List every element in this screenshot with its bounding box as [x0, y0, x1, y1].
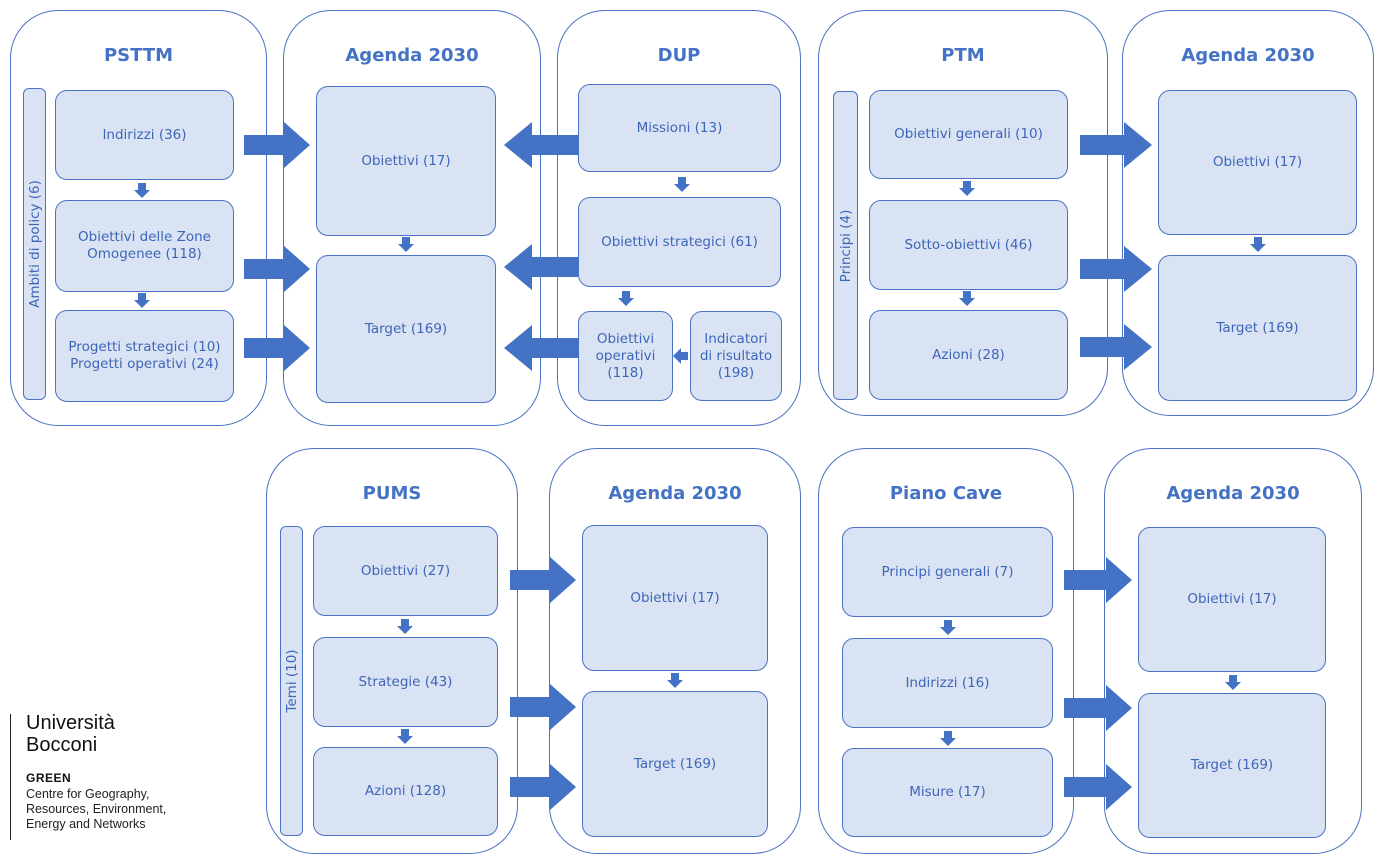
arrow-right-icon — [1080, 324, 1152, 370]
arrow-left-icon — [504, 325, 578, 371]
ptm-azioni-box: Azioni (28) — [869, 310, 1068, 400]
sotto-obiettivi-box: Sotto-obiettivi (46) — [869, 200, 1068, 290]
logo-divider — [10, 714, 11, 840]
temi-label: Temi (10) — [283, 649, 300, 713]
pums-azioni-box: Azioni (128) — [313, 747, 498, 836]
arrow-right-icon — [1080, 122, 1152, 168]
obiettivi-zone-omogenee-box: Obiettivi delle Zone Omogenee (118) — [55, 200, 234, 292]
ambiti-di-policy-bar: Ambiti di policy (6) — [23, 88, 46, 400]
temi-bar: Temi (10) — [280, 526, 303, 836]
ptm-title: PTM — [941, 45, 985, 66]
bocconi-logo: Università Bocconi GREEN Centre for Geog… — [10, 712, 230, 852]
arrow-down-icon — [959, 181, 975, 196]
arrow-down-icon — [398, 237, 414, 252]
agenda4-obiettivi-box: Obiettivi (17) — [1138, 527, 1326, 672]
arrow-down-icon — [618, 291, 634, 306]
arrow-right-icon — [510, 557, 576, 603]
agenda2-obiettivi-box: Obiettivi (17) — [1158, 90, 1357, 235]
arrow-left-icon — [504, 122, 578, 168]
misure-box: Misure (17) — [842, 748, 1053, 837]
arrow-left-small-icon — [673, 348, 688, 364]
arrow-down-icon — [1250, 237, 1266, 252]
obiettivi-strategici-box: Obiettivi strategici (61) — [578, 197, 781, 287]
agenda1-obiettivi-box: Obiettivi (17) — [316, 86, 496, 236]
arrow-right-icon — [1064, 764, 1132, 810]
agenda3-obiettivi-box: Obiettivi (17) — [582, 525, 768, 671]
obiettivi-generali-box: Obiettivi generali (10) — [869, 90, 1068, 179]
arrow-right-icon — [510, 764, 576, 810]
ambiti-di-policy-label: Ambiti di policy (6) — [26, 180, 43, 308]
agenda-2030-title-1: Agenda 2030 — [345, 45, 479, 66]
arrow-down-icon — [667, 673, 683, 688]
dup-title: DUP — [657, 45, 701, 66]
arrow-down-icon — [674, 177, 690, 192]
arrow-right-icon — [244, 246, 310, 292]
arrow-right-icon — [1064, 685, 1132, 731]
arrow-right-icon — [244, 325, 310, 371]
arrow-right-icon — [244, 122, 310, 168]
arrow-down-icon — [397, 619, 413, 634]
strategie-box: Strategie (43) — [313, 637, 498, 727]
arrow-down-icon — [940, 620, 956, 635]
cave-indirizzi-box: Indirizzi (16) — [842, 638, 1053, 728]
logo-unit: GREEN — [26, 771, 72, 785]
pums-title: PUMS — [362, 483, 422, 504]
agenda3-target-box: Target (169) — [582, 691, 768, 837]
agenda1-target-box: Target (169) — [316, 255, 496, 403]
pstm-title: PSTTM — [103, 45, 174, 66]
progetti-box: Progetti strategici (10) Progetti operat… — [55, 310, 234, 402]
principi-generali-box: Principi generali (7) — [842, 527, 1053, 617]
arrow-right-icon — [1064, 557, 1132, 603]
agenda-2030-title-4: Agenda 2030 — [1166, 483, 1300, 504]
arrow-down-icon — [940, 731, 956, 746]
agenda4-target-box: Target (169) — [1138, 693, 1326, 838]
arrow-down-icon — [397, 729, 413, 744]
indicatori-di-risultato-box: Indicatori di risultato (198) — [690, 311, 782, 401]
agenda2-target-box: Target (169) — [1158, 255, 1357, 401]
arrow-right-icon — [1080, 246, 1152, 292]
logo-university-name: Università Bocconi — [26, 712, 115, 756]
arrow-left-icon — [504, 244, 578, 290]
pums-obiettivi-box: Obiettivi (27) — [313, 526, 498, 616]
arrow-down-icon — [134, 183, 150, 198]
agenda-2030-title-2: Agenda 2030 — [1181, 45, 1315, 66]
agenda-2030-title-3: Agenda 2030 — [608, 483, 742, 504]
principi-label: Principi (4) — [837, 209, 854, 282]
arrow-down-icon — [959, 291, 975, 306]
indirizzi-box: Indirizzi (36) — [55, 90, 234, 180]
principi-bar: Principi (4) — [833, 91, 858, 400]
logo-description: Centre for Geography, Resources, Environ… — [26, 787, 167, 831]
piano-cave-title: Piano Cave — [889, 483, 1003, 504]
arrow-down-icon — [134, 293, 150, 308]
arrow-down-icon — [1225, 675, 1241, 690]
obiettivi-operativi-box: Obiettivi operativi (118) — [578, 311, 673, 401]
missioni-box: Missioni (13) — [578, 84, 781, 172]
arrow-right-icon — [510, 684, 576, 730]
